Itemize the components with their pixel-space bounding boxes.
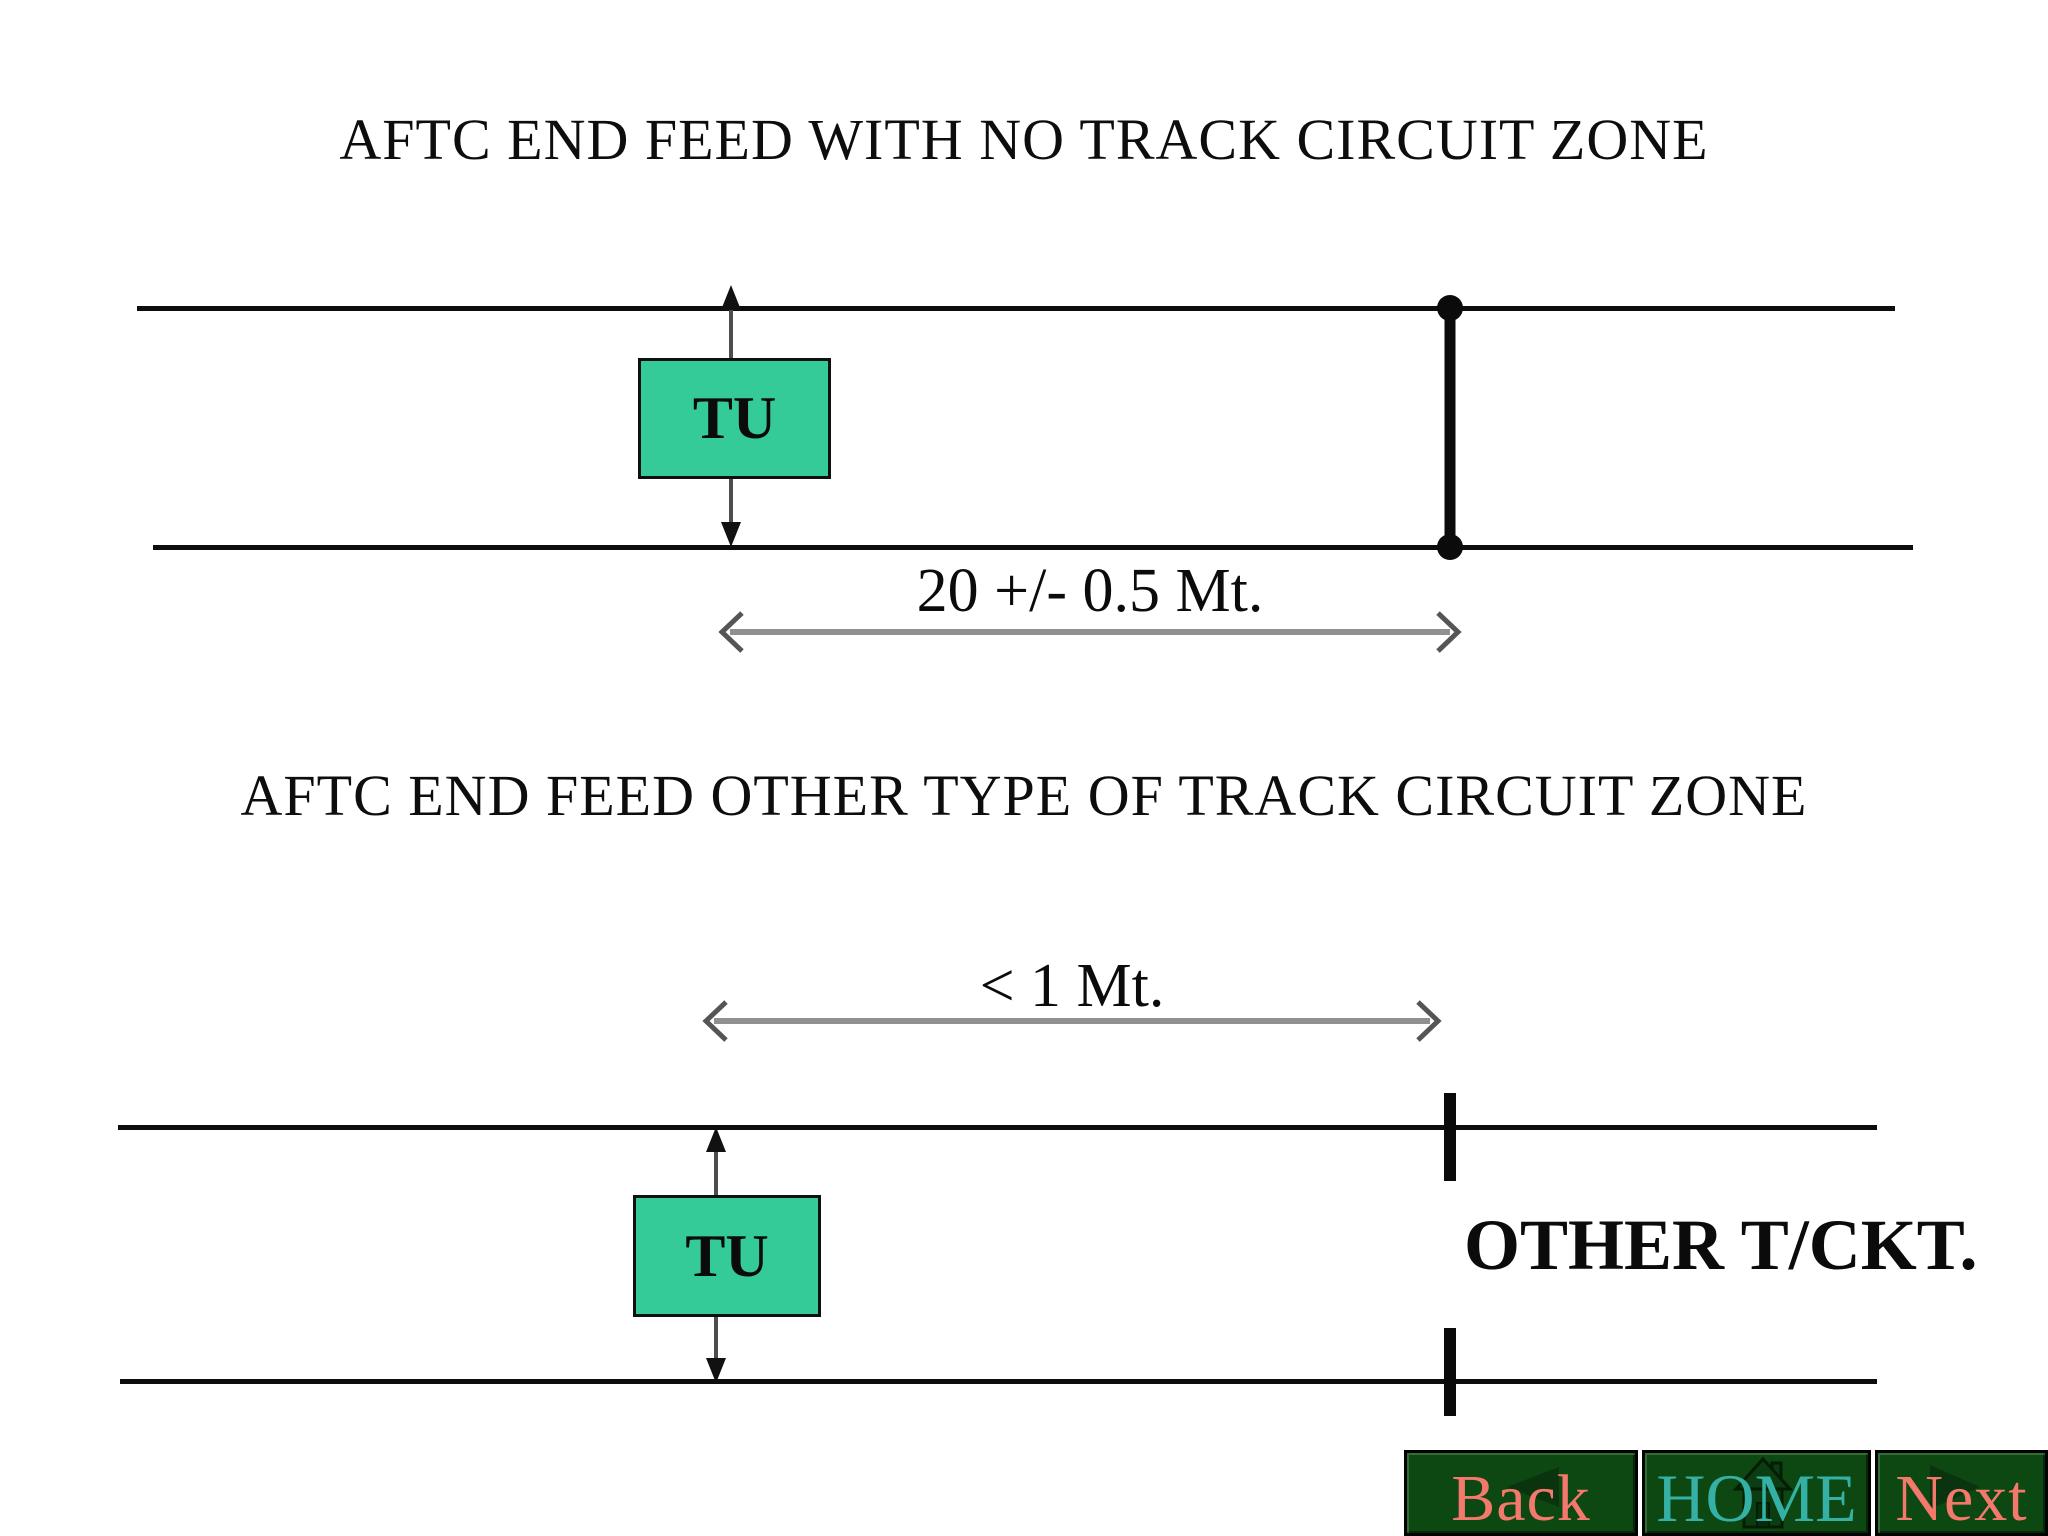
next-button-label: Next: [1895, 1462, 2028, 1536]
diagram2-title: AFTC END FEED OTHER TYPE OF TRACK CIRCUI…: [240, 763, 1808, 828]
d2-insulated-joint-tick-bottom: [1444, 1328, 1456, 1416]
back-button-label: Back: [1451, 1462, 1591, 1536]
d1-bottom-rail: [153, 545, 1913, 550]
d1-dimension-arrow-icon: [718, 611, 1462, 653]
d2-insulated-joint-tick-top: [1444, 1093, 1456, 1181]
d2-tu-box: TU: [633, 1195, 821, 1317]
home-icon: [1732, 1457, 1794, 1529]
d2-top-rail: [118, 1125, 1877, 1130]
d1-tu-label: TU: [692, 385, 777, 451]
d1-top-rail: [137, 306, 1895, 311]
diagram1-title: AFTC END FEED WITH NO TRACK CIRCUIT ZONE: [339, 107, 1709, 172]
back-button[interactable]: Back: [1404, 1450, 1638, 1536]
d1-dimension-label: 20 +/- 0.5 Mt.: [916, 557, 1264, 625]
next-button[interactable]: Next: [1875, 1450, 2048, 1536]
d2-dimension-label: < 1 Mt.: [979, 952, 1165, 1020]
d2-bottom-rail: [120, 1379, 1877, 1384]
next-arrow-icon: [1930, 1465, 1980, 1509]
home-button[interactable]: HOME: [1642, 1450, 1871, 1536]
d1-tu-box: TU: [638, 358, 831, 479]
d1-end-feed-connector: [1437, 295, 1463, 560]
home-button-label: HOME: [1656, 1460, 1857, 1536]
d2-other-circuit-label: OTHER T/CKT.: [1464, 1205, 1978, 1285]
d2-tu-label: TU: [685, 1222, 769, 1289]
back-arrow-icon: [1507, 1467, 1559, 1507]
d2-dimension-arrow-icon: [702, 1000, 1442, 1042]
